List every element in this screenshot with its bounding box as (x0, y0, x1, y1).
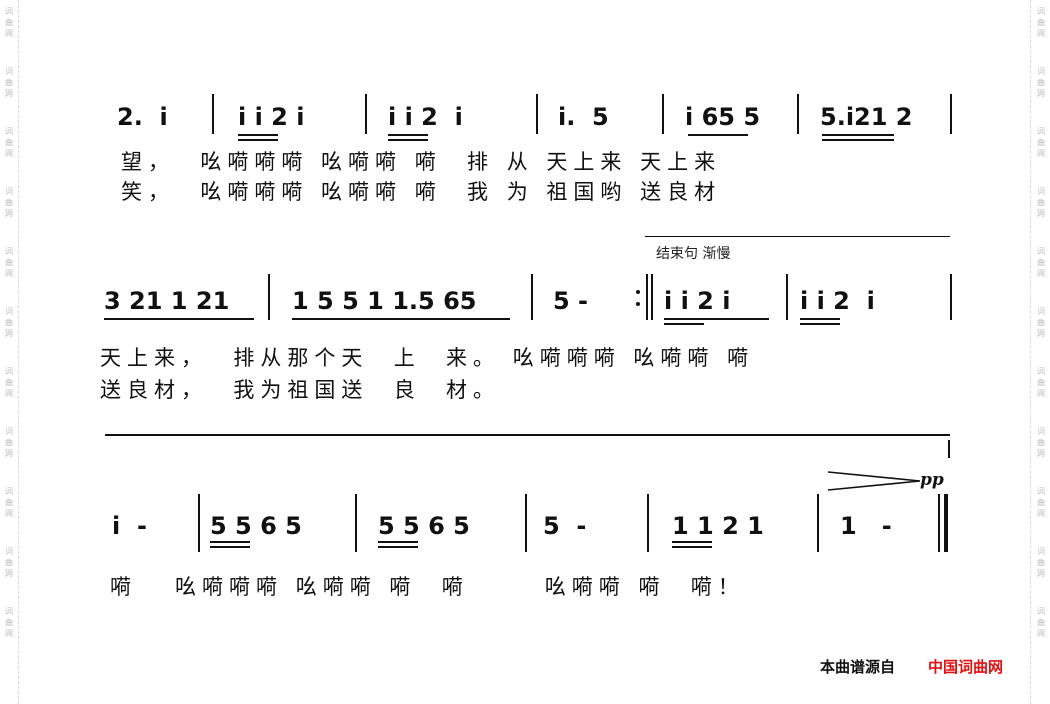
note-underline (800, 323, 840, 325)
barline (817, 494, 819, 552)
note-group: i - (112, 512, 147, 540)
note-group: i i 2 i (664, 287, 731, 315)
barline (365, 94, 367, 134)
note-group: i 65 5 (685, 103, 761, 131)
note-underline (800, 318, 840, 320)
repeat-barline (651, 274, 653, 320)
watermark-text: 词 曲 网 (5, 187, 13, 218)
note-underline (822, 139, 894, 141)
note-underline (388, 134, 428, 136)
barline (948, 440, 950, 458)
barline (662, 94, 664, 134)
note-underline (238, 139, 278, 141)
note-underline (292, 318, 510, 320)
left-watermark-column: 词 曲 网词 曲 网词 曲 网词 曲 网词 曲 网词 曲 网词 曲 网词 曲 网… (0, 0, 19, 704)
lyric-line-1: 望， 吆嗬嗬嗬 吆嗬嗬 嗬 排 从 天上来 天上来 (121, 150, 722, 174)
watermark-text: 词 曲 网 (1037, 187, 1045, 218)
watermark-text: 词 曲 网 (5, 547, 13, 578)
lyric-line-2: 笑， 吆嗬嗬嗬 吆嗬嗬 嗬 我 为 祖国哟 送良材 (121, 180, 722, 204)
note-group: 1 5 5 1 1.5 65 (292, 287, 477, 315)
decrescendo-hairpin (828, 471, 921, 491)
barline (268, 274, 270, 320)
note-group: i i 2 i (238, 103, 305, 131)
watermark-text: 词 曲 网 (1037, 7, 1045, 38)
final-barline (944, 494, 948, 552)
note-group: i i 2 i (800, 287, 875, 315)
watermark-text: 词 曲 网 (5, 607, 13, 638)
note-group: 2. i (117, 103, 168, 131)
watermark-text: 词 曲 网 (5, 7, 13, 38)
right-watermark-column: 词 曲 网词 曲 网词 曲 网词 曲 网词 曲 网词 曲 网词 曲 网词 曲 网… (1030, 0, 1049, 704)
barline (531, 274, 533, 320)
note-underline (672, 541, 712, 543)
note-underline (378, 541, 418, 543)
barline (355, 494, 357, 552)
watermark-text: 词 曲 网 (5, 487, 13, 518)
watermark-text: 词 曲 网 (1037, 127, 1045, 158)
watermark-text: 词 曲 网 (1037, 547, 1045, 578)
watermark-text: 词 曲 网 (1037, 487, 1045, 518)
note-underline (672, 546, 712, 548)
section-label: 结束句 渐慢 (656, 246, 731, 262)
watermark-text: 词 曲 网 (5, 67, 13, 98)
note-group: 5 - (553, 287, 589, 315)
barline (647, 494, 649, 552)
note-group: i i 2 i (388, 103, 463, 131)
barline (786, 274, 788, 320)
watermark-text: 词 曲 网 (1037, 307, 1045, 338)
note-underline (238, 134, 278, 136)
lyric-line-1: 天上来， 排从那个天 上 来。 吆嗬嗬嗬 吆嗬嗬 嗬 (100, 346, 755, 370)
watermark-text: 词 曲 网 (5, 127, 13, 158)
staff-separator (105, 434, 950, 436)
note-underline (388, 139, 428, 141)
note-group: 1 1 2 1 (672, 512, 764, 540)
watermark-text: 词 曲 网 (5, 427, 13, 458)
watermark-text: 词 曲 网 (1037, 247, 1045, 278)
barline (950, 94, 952, 134)
site-link[interactable]: 中国词曲网 (928, 658, 1004, 676)
note-underline (104, 318, 254, 320)
watermark-text: 词 曲 网 (1037, 427, 1045, 458)
note-group: 5 5 6 5 (378, 512, 470, 540)
note-group: i. 5 (558, 103, 609, 131)
section-bracket-line (645, 236, 950, 237)
watermark-text: 词 曲 网 (5, 247, 13, 278)
barline (525, 494, 527, 552)
barline (198, 494, 200, 552)
watermark-text: 词 曲 网 (1037, 607, 1045, 638)
note-group: 5 - (543, 512, 587, 540)
repeat-dot (636, 302, 640, 306)
barline (212, 94, 214, 134)
note-group: 5.i21 2 (820, 103, 913, 131)
watermark-text: 词 曲 网 (5, 367, 13, 398)
final-barline (938, 494, 940, 552)
barline (797, 94, 799, 134)
note-underline (664, 323, 704, 325)
dynamic-marking: pp (920, 470, 944, 490)
note-underline (822, 134, 894, 136)
watermark-text: 词 曲 网 (5, 307, 13, 338)
note-underline (210, 546, 250, 548)
note-underline (378, 546, 418, 548)
source-label: 本曲谱源自 (820, 658, 896, 676)
note-underline (688, 134, 748, 136)
note-underline (210, 541, 250, 543)
note-group: 3 21 1 21 (104, 287, 230, 315)
repeat-dot (636, 290, 640, 294)
watermark-text: 词 曲 网 (1037, 67, 1045, 98)
note-group: 1 - (840, 512, 892, 540)
repeat-barline (646, 274, 648, 320)
lyric-line-2: 送良材， 我为祖国送 良 材。 (100, 378, 501, 402)
note-group: 5 5 6 5 (210, 512, 302, 540)
note-underline (664, 318, 769, 320)
barline (950, 274, 952, 320)
lyric-line-1: 嗬 吆嗬嗬嗬 吆嗬嗬 嗬 嗬 吆嗬嗬 嗬 嗬！ (110, 575, 745, 599)
barline (536, 94, 538, 134)
watermark-text: 词 曲 网 (1037, 367, 1045, 398)
